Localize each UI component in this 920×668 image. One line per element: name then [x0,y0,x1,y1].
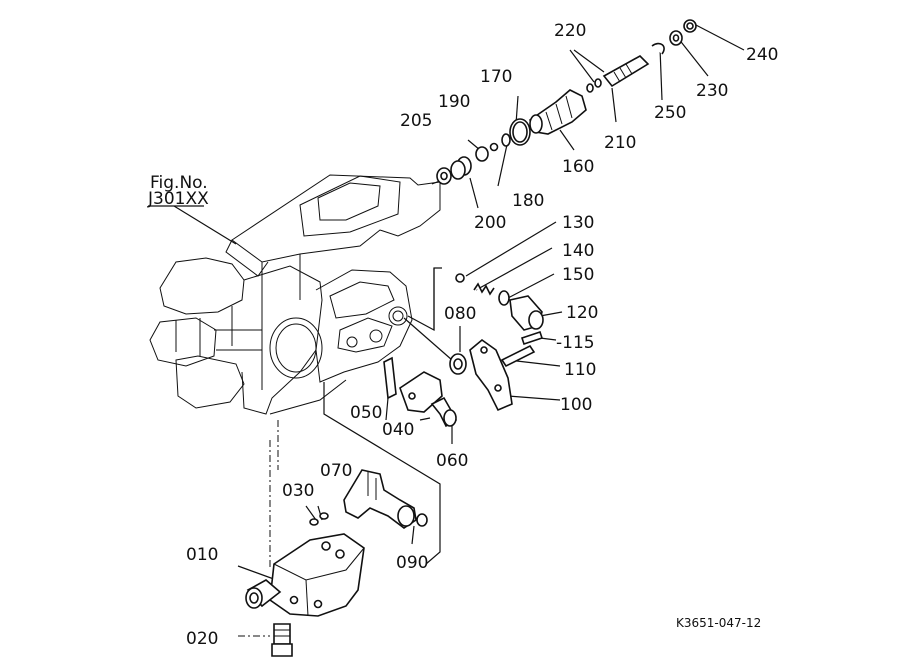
part-label-210: 210 [604,133,636,153]
part-label-200: 200 [474,213,506,233]
part-label-020: 020 [186,629,218,649]
main-housing [149,174,441,415]
part-label-030: 030 [282,481,314,501]
part-label-070: 070 [320,461,352,481]
part-label-040: 040 [382,420,414,440]
part-label-100: 100 [560,395,592,415]
fig-number: J301XX [147,189,209,209]
lower-assembly [245,469,428,657]
part-label-060: 060 [436,451,468,471]
part-label-130: 130 [562,213,594,233]
drawing-code: K3651-047-12 [676,616,761,630]
upper-valve-parts [436,19,697,185]
part-number-labels: 010 020 030 040 050 060 070 080 090 100 … [186,21,778,649]
part-label-170: 170 [480,67,512,87]
fig-label: Fig.No. [150,173,208,193]
part-label-115: -115 [556,333,595,353]
part-label-010: 010 [186,545,218,565]
figure-labels: Fig.No. J301XX K3651-047-12 [147,173,761,630]
alignment-lines [238,420,279,637]
part-label-140: 140 [562,241,594,261]
part-label-110: 110 [564,360,596,380]
part-label-230: 230 [696,81,728,101]
part-label-180: 180 [512,191,544,211]
part-label-240: 240 [746,45,778,65]
part-label-150: 150 [562,265,594,285]
middle-parts [383,273,544,428]
part-label-205: 205 [400,111,432,131]
part-label-120: 120 [566,303,598,323]
part-label-080: 080 [444,304,476,324]
part-label-190: 190 [438,92,470,112]
part-label-050: 050 [350,403,382,423]
part-label-160: 160 [562,157,594,177]
leader-lines [148,23,745,583]
part-label-250: 250 [654,103,686,123]
part-label-090: 090 [396,553,428,573]
part-label-220: 220 [554,21,586,41]
